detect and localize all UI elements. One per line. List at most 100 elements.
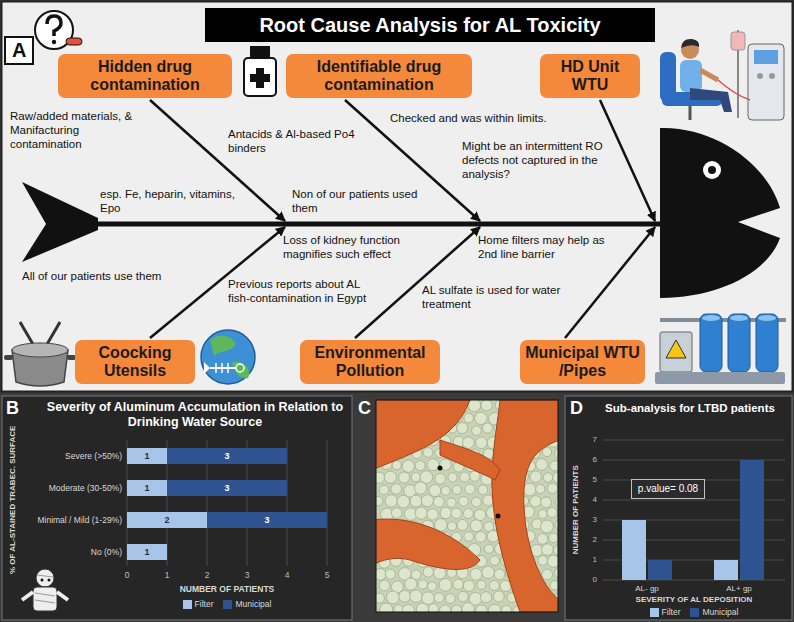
- fat-cell: [555, 448, 558, 459]
- fat-cell: [478, 485, 488, 495]
- bar-segment: [127, 544, 167, 560]
- land: [210, 336, 236, 356]
- stain-dot: [438, 466, 443, 471]
- mummy-eye: [41, 579, 44, 582]
- fat-cell: [379, 485, 388, 494]
- cause-category-box: Coocking Utensils: [75, 340, 195, 385]
- category-label: Severe (>50%): [24, 451, 122, 461]
- fat-cell: [447, 522, 456, 531]
- chair-leg: [689, 106, 692, 120]
- bar-segment: [207, 512, 327, 528]
- fat-cell: [399, 472, 410, 483]
- fat-cell: [460, 472, 470, 482]
- legend-swatch: [223, 600, 232, 609]
- legend-item: Filter: [650, 607, 681, 617]
- fat-cell: [549, 533, 558, 543]
- fat-cell: [448, 473, 457, 482]
- globe: [201, 330, 255, 384]
- axis-title: NUMBER OF PATIENTS: [571, 465, 581, 554]
- fish-bone-rib: [227, 363, 229, 373]
- question-mark-shape: [47, 16, 61, 36]
- fat-cell: [490, 556, 500, 566]
- tick-label: 7: [583, 435, 597, 445]
- chart-title: Sub-analysis for LTBD patients: [595, 402, 785, 416]
- panel-letter: D: [570, 398, 583, 420]
- cooking-utensils-icon: [4, 322, 76, 386]
- cause-note: All of our patients use them: [22, 270, 187, 284]
- fat-cell: [536, 484, 545, 493]
- fat-cell: [457, 422, 468, 433]
- fat-cell: [440, 507, 452, 519]
- chart-legend: FilterMunicipal: [178, 599, 277, 611]
- node-text: Environmental Pollution: [305, 344, 435, 381]
- patient-hair: [681, 39, 699, 48]
- cause-category-box: Hidden drug contamination: [58, 54, 232, 99]
- fat-cell: [428, 604, 438, 612]
- fat-cell: [410, 590, 423, 603]
- fat-cell: [538, 556, 548, 566]
- node-text: Identifiable drug contamination: [291, 58, 467, 95]
- fat-cell: [464, 413, 474, 423]
- filter-cylinder: [728, 314, 750, 372]
- bar-value: 1: [144, 483, 149, 494]
- bar: [740, 460, 764, 580]
- fat-cell: [447, 498, 456, 507]
- chart-legend: FilterMunicipal: [645, 607, 744, 619]
- fat-cell: [475, 412, 487, 424]
- knife: [46, 322, 60, 346]
- stain-dot: [496, 514, 501, 519]
- fork: [20, 322, 34, 346]
- fat-cell: [494, 569, 505, 580]
- panel-letter-box: A: [4, 36, 34, 65]
- fat-cell: [440, 605, 451, 612]
- mummy-eye: [48, 579, 51, 582]
- fat-cell: [423, 567, 433, 577]
- fat-cell: [542, 447, 551, 456]
- fat-cell: [427, 582, 436, 591]
- fat-cell: [405, 578, 417, 590]
- fat-cell: [391, 484, 402, 495]
- fat-cell: [541, 497, 552, 508]
- bar-segment: [127, 512, 207, 528]
- fat-cell: [540, 520, 553, 533]
- bar-value: 3: [224, 451, 229, 462]
- fat-cell: [554, 567, 558, 578]
- machine-knob: [757, 73, 763, 79]
- pot-handle: [4, 355, 13, 360]
- fat-cell: [542, 544, 554, 556]
- bar: [714, 560, 738, 580]
- grid-line: [327, 440, 328, 566]
- patient-torso: [680, 60, 702, 92]
- fish-tail: [22, 182, 98, 262]
- machine-knob: [769, 73, 775, 79]
- cause-note: esp. Fe, heparin, vitamins, Epo: [100, 188, 240, 216]
- mummy-cartoon: [22, 569, 68, 611]
- bottle-body: [244, 58, 276, 96]
- category-label: Moderate (30-50%): [24, 483, 122, 493]
- chart-title: Severity of Aluminum Accumulation in Rel…: [45, 400, 345, 430]
- legend-item: Municipal: [223, 599, 271, 609]
- fat-cell: [411, 472, 420, 481]
- fat-cell: [399, 590, 411, 602]
- machine-base: [655, 372, 785, 384]
- cause-note: Previous reports about AL fish-contamina…: [228, 278, 370, 306]
- fat-cell: [391, 508, 402, 519]
- fat-cell: [474, 509, 485, 520]
- tick-label: 2: [205, 570, 210, 580]
- micrograph-frame: [376, 400, 558, 612]
- fat-cell: [471, 497, 481, 507]
- fat-cell: [481, 400, 492, 411]
- fat-cell: [542, 569, 553, 580]
- cause-note: Checked and was within limits.: [390, 112, 590, 126]
- fat-cell: [376, 593, 384, 603]
- lower-ground: [0, 393, 794, 622]
- pot-rim: [12, 343, 68, 357]
- water-treatment-illustration: [655, 314, 786, 384]
- p-value-box: p.value= 0.08: [631, 479, 705, 499]
- fish-eye: [703, 161, 721, 179]
- fat-cell: [477, 580, 486, 589]
- bar-segment: [167, 480, 287, 496]
- tick-label: 5: [325, 570, 330, 580]
- bandage: [37, 575, 53, 577]
- bar-segment: [167, 448, 287, 464]
